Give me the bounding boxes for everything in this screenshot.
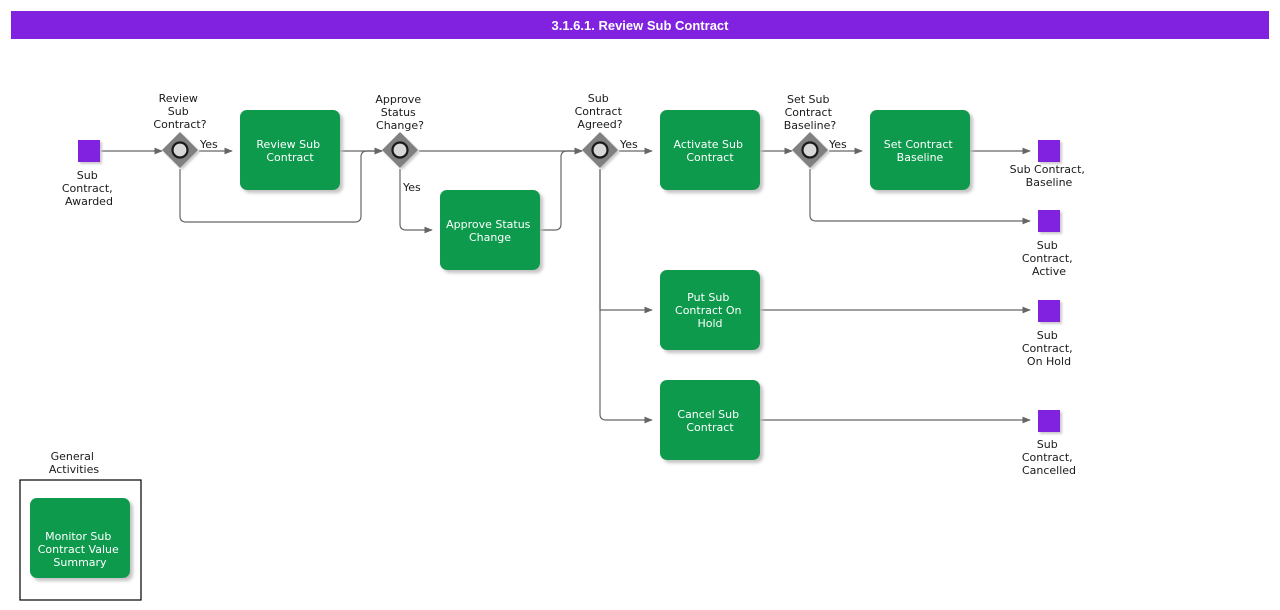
task-monitor-sub-contract-value-summary[interactable]: Monitor Sub Contract Value Summary — [30, 498, 130, 578]
end-event-sub-contract-active-label: Sub Contract, Active — [1022, 239, 1076, 278]
task-review-sub-contract-label: Review Sub Contract — [256, 138, 323, 164]
gateway-set-sub-contract-baseline-label: Set Sub Contract Baseline? — [784, 93, 837, 132]
end-event-sub-contract-active[interactable] — [1038, 210, 1060, 232]
task-set-contract-baseline-label: Set Contract Baseline — [884, 138, 956, 164]
task-approve-status-change[interactable]: Approve Status Change — [440, 190, 540, 270]
end-event-sub-contract-on-hold[interactable] — [1038, 300, 1060, 322]
end-event-sub-contract-baseline-label: Sub Contract, Baseline — [1010, 163, 1089, 189]
sequence-flows — [101, 147, 1031, 424]
task-monitor-sub-contract-value-summary-label: Monitor Sub Contract Value Summary — [38, 530, 123, 569]
task-put-sub-contract-on-hold[interactable]: Put Sub Contract On Hold — [660, 270, 760, 350]
task-set-contract-baseline[interactable]: Set Contract Baseline — [870, 110, 970, 190]
task-cancel-sub-contract-label: Cancel Sub Contract — [677, 408, 742, 434]
gateway-sub-contract-agreed[interactable] — [582, 132, 618, 168]
gateway-review-sub-contract[interactable] — [162, 132, 198, 168]
task-put-sub-contract-on-hold-label: Put Sub Contract On Hold — [675, 291, 745, 330]
gateway-approve-status-change-label: Approve Status Change? — [375, 93, 424, 132]
start-event-sub-contract-awarded-label: Sub Contract, Awarded — [62, 169, 116, 208]
end-event-sub-contract-cancelled[interactable] — [1038, 410, 1060, 432]
flow-baseline-gateway-no-to-end-active — [809, 169, 1031, 225]
general-activities-group-box — [19, 479, 142, 601]
gateway-approve-status-change[interactable] — [382, 132, 418, 168]
edge-label-yes-agreed: Yes — [619, 138, 638, 151]
flow-approve-task-to-agreed-gateway — [540, 147, 583, 231]
flow-agreed-gateway-to-on-hold-task — [599, 169, 653, 314]
start-event-sub-contract-awarded[interactable] — [78, 140, 100, 162]
task-approve-status-change-label: Approve Status Change — [446, 218, 534, 244]
general-activities-group-title: General Activities — [49, 450, 99, 476]
flow-review-gateway-no-bypass — [179, 147, 383, 223]
edge-label-yes-approve: Yes — [402, 181, 421, 194]
end-event-sub-contract-baseline[interactable] — [1038, 140, 1060, 162]
task-cancel-sub-contract[interactable]: Cancel Sub Contract — [660, 380, 760, 460]
flow-approve-gateway-yes-to-approve-task — [399, 169, 433, 234]
page-title: 3.1.6.1. Review Sub Contract — [551, 17, 729, 33]
end-event-sub-contract-on-hold-label: Sub Contract, On Hold — [1022, 329, 1076, 368]
gateway-sub-contract-agreed-label: Sub Contract Agreed? — [575, 92, 626, 131]
edge-label-yes-baseline: Yes — [828, 138, 847, 151]
gateway-set-sub-contract-baseline[interactable] — [792, 132, 828, 168]
task-review-sub-contract[interactable]: Review Sub Contract — [240, 110, 340, 190]
flow-agreed-gateway-to-cancel-task — [599, 169, 653, 424]
edge-label-yes-review: Yes — [199, 138, 218, 151]
end-event-sub-contract-cancelled-label: Sub Contract, Cancelled — [1022, 438, 1076, 477]
task-activate-sub-contract[interactable]: Activate Sub Contract — [660, 110, 760, 190]
task-activate-sub-contract-label: Activate Sub Contract — [673, 138, 746, 164]
gateway-review-sub-contract-label: Review Sub Contract? — [153, 92, 206, 131]
diagram-title-bar: 3.1.6.1. Review Sub Contract — [11, 11, 1269, 39]
